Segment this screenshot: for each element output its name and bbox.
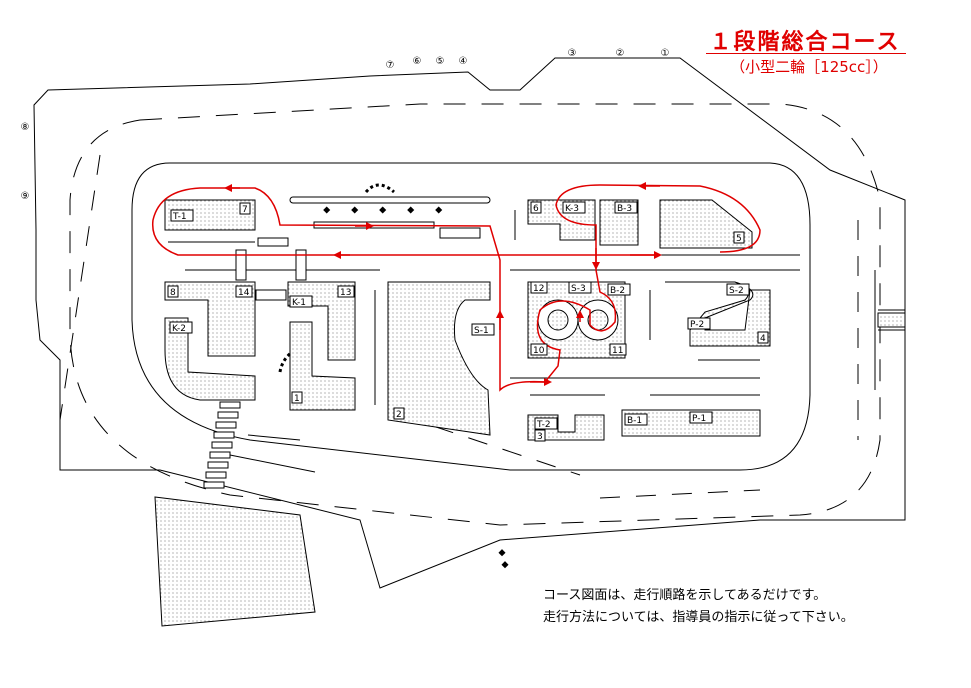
block-t1	[164, 199, 256, 231]
block-label-box	[726, 283, 750, 296]
block-label: 4	[760, 334, 766, 344]
course-subtitle: （小型二輪［125cc］）	[730, 58, 888, 76]
block-label-box	[337, 285, 355, 298]
block-label: B-3	[617, 204, 632, 214]
perimeter-point: ①	[661, 48, 670, 59]
block-label: 6	[533, 204, 539, 214]
block-label-box	[687, 317, 711, 330]
block-label-box	[534, 417, 558, 430]
diamond-markers	[278, 350, 509, 569]
block-label-box	[530, 201, 542, 214]
block-5	[659, 199, 753, 249]
perimeter-point: ②	[616, 48, 625, 59]
block-label: 2	[396, 410, 402, 420]
block-label: P-1	[692, 414, 706, 424]
block-label: S-3	[571, 284, 586, 294]
outer-boundary	[33, 57, 906, 589]
note-line-1: コース図面は、走行順路を示してあるだけです。	[543, 588, 827, 603]
route-path	[151, 184, 761, 392]
block-label-box	[471, 323, 495, 336]
block-label: 8	[170, 288, 176, 298]
block-label: 1	[294, 394, 300, 404]
perimeter-point: ③	[568, 48, 577, 59]
perimeter-point: ⑥	[413, 56, 422, 67]
block-label: K-2	[172, 324, 186, 334]
block-label-box	[169, 321, 193, 334]
block-label-box	[614, 201, 638, 214]
block-label-box	[607, 283, 631, 296]
block-label: B-2	[610, 286, 625, 296]
block-label: 12	[533, 284, 544, 294]
block-label: K-3	[565, 204, 579, 214]
route-arrows	[224, 182, 662, 386]
block-label-box	[393, 407, 405, 420]
perimeter-point: ⑤	[436, 56, 445, 67]
block-label: T-2	[536, 420, 551, 430]
inner-dashed-lane	[59, 154, 859, 499]
block-label: 11	[612, 346, 623, 356]
block-label-box	[167, 285, 179, 298]
block-label-box	[170, 209, 194, 222]
block-label-box	[624, 413, 648, 426]
block-label: 13	[340, 288, 351, 298]
block-label-box	[235, 285, 253, 298]
block-label-box	[568, 281, 592, 294]
crosswalk-ladder	[203, 401, 241, 489]
outer-dashed-lane	[69, 103, 881, 526]
block-label: K-1	[292, 298, 306, 308]
block-label: B-1	[627, 416, 642, 426]
perimeter-point: ⑨	[21, 191, 30, 202]
block-label-box	[530, 343, 548, 356]
block-label-box	[291, 391, 303, 404]
block-label-box	[534, 429, 546, 442]
block-label-box	[609, 343, 627, 356]
block-label-box	[530, 281, 548, 294]
block-label: T-1	[172, 212, 187, 222]
perimeter-point: ⑧	[21, 122, 30, 133]
block-1	[289, 321, 356, 411]
block-label-box	[689, 411, 713, 424]
block-label: 14	[238, 288, 250, 298]
block-s2-p2-4	[665, 281, 771, 347]
block-label-box	[289, 295, 313, 308]
note-line-2: 走行方法については、指導員の指示に従って下さい。	[543, 610, 854, 625]
parking-area	[154, 496, 316, 627]
inner-track	[131, 162, 811, 471]
small-ladders	[235, 249, 307, 301]
block-label: 7	[242, 205, 248, 215]
railway-crossing	[877, 309, 906, 331]
course-title: １段階総合コース	[709, 30, 901, 55]
block-label: 10	[533, 346, 545, 356]
block-s1-2	[387, 281, 491, 436]
block-label-box	[562, 201, 586, 214]
block-label: 5	[736, 234, 742, 244]
block-label-box	[239, 202, 251, 215]
title-underline	[706, 53, 906, 54]
block-label-box	[733, 231, 745, 244]
perimeter-points: ① ② ③ ④ ⑤ ⑥ ⑦ ⑧ ⑨	[21, 48, 670, 202]
block-label: S-1	[474, 326, 489, 336]
top-platform	[289, 183, 491, 239]
block-label: P-2	[690, 320, 704, 330]
perimeter-point: ⑦	[386, 60, 395, 71]
block-label: 3	[537, 432, 543, 442]
block-label: S-2	[729, 286, 744, 296]
block-8-14	[164, 281, 256, 357]
block-label-box	[757, 331, 769, 344]
perimeter-point: ④	[459, 56, 468, 67]
block-k2	[164, 317, 256, 401]
